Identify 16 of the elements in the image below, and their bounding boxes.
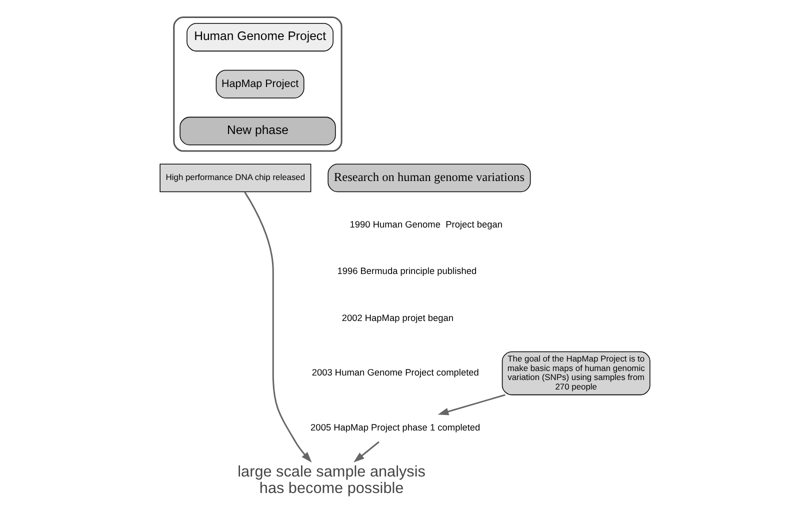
arrow [353, 441, 379, 462]
node-box: Research on human genome variations [327, 164, 530, 192]
arrow [244, 192, 312, 463]
node-box: HapMap Project [215, 70, 304, 98]
node-box: High performance DNA chip released [159, 164, 311, 192]
node-box: The goal of the HapMap Project is to make basic maps of human genomic variation (SNPs) using samples from 270 people [501, 351, 650, 396]
node-box: Human Genome Project [186, 23, 333, 52]
cluster [172, 16, 342, 152]
arrow [437, 394, 505, 416]
node-box: New phase [179, 116, 336, 146]
node-text: 2005 HapMap Project phase 1 completed [310, 422, 480, 432]
label: 2002 HapMap projet began [341, 313, 454, 324]
label: 2003 Human Genome Project completed [311, 368, 478, 378]
label: 1990 Human Genome Project began [349, 219, 502, 230]
label: 1996 Bermuda principle published [336, 266, 476, 276]
node-text: large scale sample analysis has become possible [237, 463, 425, 498]
